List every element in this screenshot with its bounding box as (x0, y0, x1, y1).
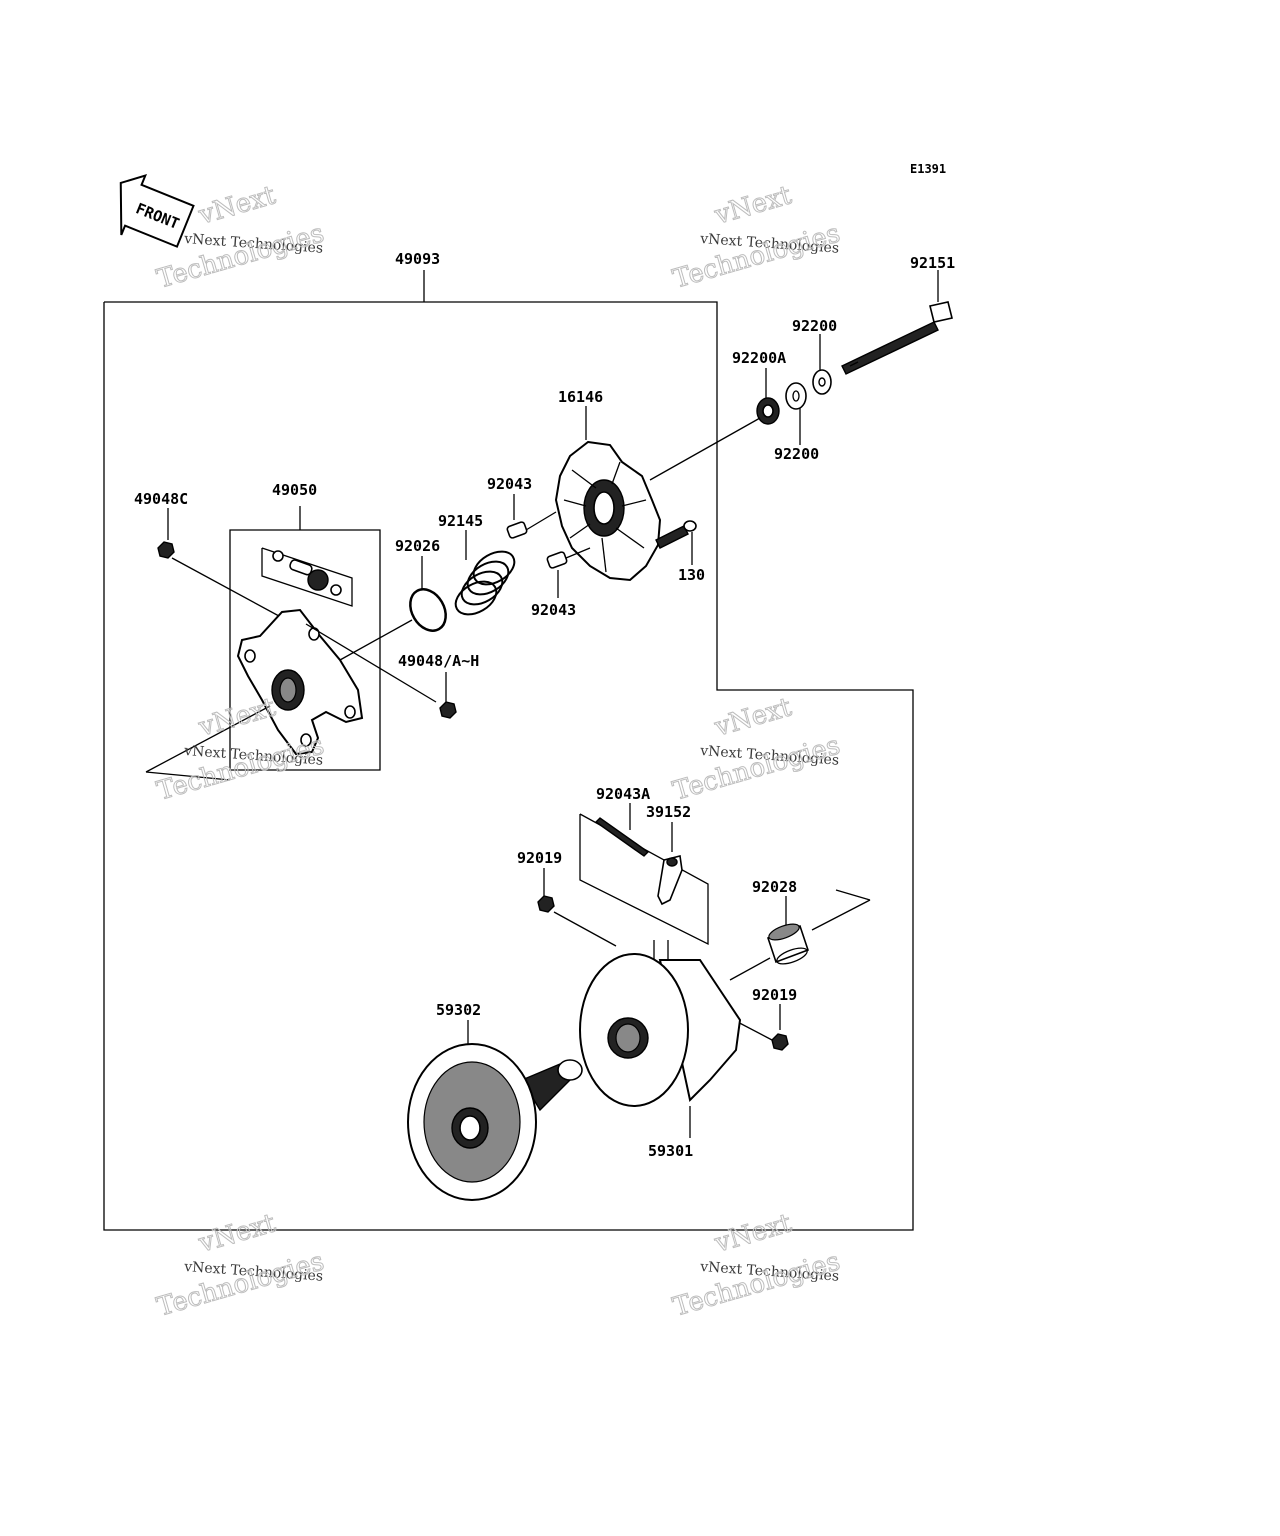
label-92043-top: 92043 (487, 475, 532, 493)
label-92019-right: 92019 (752, 986, 797, 1004)
label-59302: 59302 (436, 1001, 481, 1019)
svg-text:Technologies: Technologies (670, 730, 844, 806)
spider-49050 (236, 608, 364, 756)
watermark-2: vNext vNext Technologies Technologies (669, 180, 844, 295)
watermark-5: vNext vNext Technologies Technologies (153, 1208, 328, 1323)
label-49093: 49093 (395, 250, 440, 268)
label-92026: 92026 (395, 537, 440, 555)
svg-text:Technologies: Technologies (154, 730, 328, 806)
front-arrow-icon: FRONT (119, 174, 195, 248)
label-130: 130 (678, 566, 705, 584)
label-49048-A-H: 49048/A~H (398, 652, 479, 670)
nut-92019-right (771, 1033, 789, 1051)
svg-text:vNext: vNext (711, 1208, 796, 1259)
pin-92043A (594, 817, 650, 857)
label-39152: 39152 (646, 803, 691, 821)
watermark-4: vNext vNext Technologies Technologies (669, 692, 844, 807)
group-92043A (579, 813, 709, 946)
sheave-59301 (579, 953, 742, 1107)
svg-text:vNext: vNext (711, 180, 796, 231)
sheave-59302 (407, 1043, 583, 1201)
diagram-code: E1391 (910, 162, 946, 176)
label-49050: 49050 (272, 481, 317, 499)
label-92200-top: 92200 (792, 317, 837, 335)
bolt-92151 (841, 301, 953, 375)
label-92151: 92151 (910, 254, 955, 272)
label-16146: 16146 (558, 388, 603, 406)
svg-text:vNext: vNext (195, 180, 280, 231)
assembly-outline (103, 301, 914, 1231)
roller-parts (272, 550, 342, 596)
bushing-92028 (766, 923, 810, 965)
label-92200-bottom: 92200 (774, 445, 819, 463)
ring-92026 (409, 588, 447, 632)
label-49048C: 49048C (134, 490, 188, 508)
group-49050 (229, 506, 381, 771)
svg-text:vNext: vNext (195, 1208, 280, 1259)
pin-92043-top (506, 521, 528, 539)
label-59301: 59301 (648, 1142, 693, 1160)
svg-text:Technologies: Technologies (670, 1246, 844, 1322)
screw-130 (655, 520, 697, 565)
svg-text:vNext: vNext (195, 692, 280, 743)
nut-92019-left (537, 895, 555, 913)
svg-text:Technologies: Technologies (670, 218, 844, 294)
spider-plate-16146 (554, 440, 662, 582)
spring-92145 (454, 550, 516, 616)
arm-39152 (657, 855, 683, 906)
label-92200A: 92200A (732, 349, 786, 367)
pin-92043-bottom (546, 551, 568, 569)
nut-49048C (157, 541, 175, 559)
washer-92200-b (785, 382, 807, 410)
svg-text:Technologies: Technologies (154, 1246, 328, 1322)
label-92043A: 92043A (596, 785, 650, 803)
label-92028: 92028 (752, 878, 797, 896)
label-92145: 92145 (438, 512, 483, 530)
nut-49048-A-H (439, 701, 457, 719)
svg-text:vNext: vNext (711, 692, 796, 743)
label-92043-bottom: 92043 (531, 601, 576, 619)
label-92019-left: 92019 (517, 849, 562, 867)
watermark-6: vNext vNext Technologies Technologies (669, 1208, 844, 1323)
